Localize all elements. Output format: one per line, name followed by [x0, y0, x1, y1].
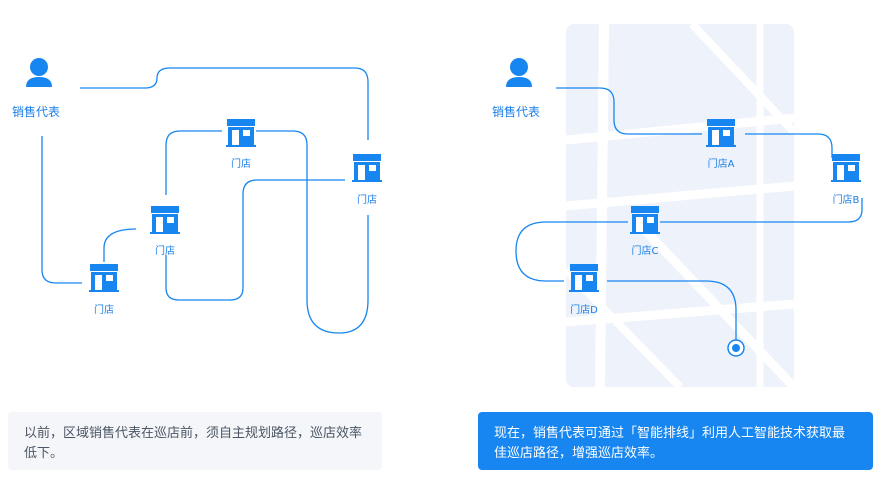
optimal-route-path — [556, 87, 702, 135]
after-caption: 现在，销售代表可通过「智能排线」利用人工智能技术获取最佳巡店路径，增强巡店效率。 — [478, 412, 873, 470]
map-area — [563, 21, 798, 391]
sales-rep-label: 销售代表 — [12, 105, 61, 119]
sales-rep-label: 销售代表 — [492, 105, 541, 119]
optimal-route-path — [745, 133, 833, 158]
right-route — [515, 87, 863, 340]
store-label: 门店 — [155, 246, 175, 257]
store-label-b: 门店B — [832, 195, 860, 206]
store-label: 门店 — [357, 195, 377, 206]
store-icon — [352, 154, 382, 182]
store-label-a: 门店A — [707, 159, 735, 170]
store-icon — [831, 154, 861, 182]
optimal-route-path — [515, 221, 628, 282]
left-routes — [41, 67, 369, 334]
store-label-d: 门店D — [570, 305, 598, 316]
store-icon — [630, 206, 660, 234]
store-icon — [226, 119, 256, 147]
left-route-path — [80, 67, 369, 140]
optimal-route-path — [660, 198, 863, 223]
left-route-path — [41, 136, 82, 284]
store-label: 门店 — [94, 305, 114, 316]
store-icon — [150, 206, 180, 234]
store-icon — [89, 264, 119, 292]
store-icon — [569, 264, 599, 292]
left-route-path — [165, 130, 222, 195]
sales-rep-icon — [506, 58, 532, 87]
left-route-path — [256, 130, 369, 334]
store-label: 门店 — [231, 159, 251, 170]
left-route-path — [165, 179, 345, 301]
destination-pin-icon — [727, 339, 745, 357]
store-label-c: 门店C — [631, 246, 659, 257]
before-caption: 以前，区域销售代表在巡店前，须自主规划路径，巡店效率低下。 — [8, 412, 382, 470]
sales-rep-icon — [26, 58, 52, 87]
left-route-path — [103, 228, 137, 262]
store-icon — [706, 119, 736, 147]
optimal-route-path — [607, 280, 737, 340]
